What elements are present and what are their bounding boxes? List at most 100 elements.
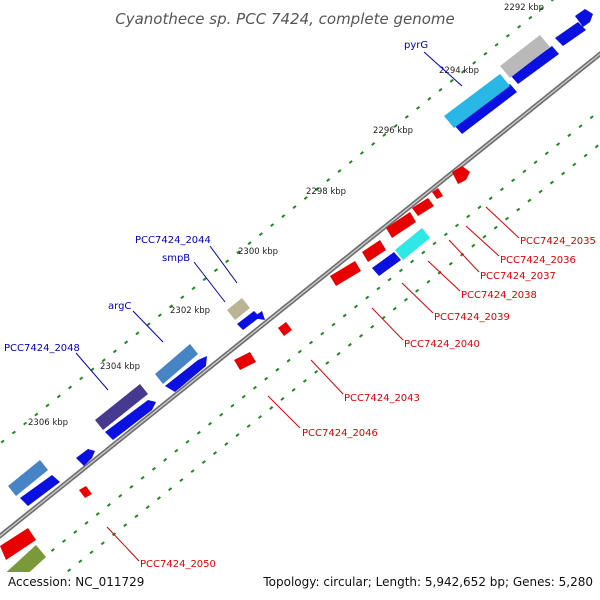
forward-cds-feature[interactable] bbox=[252, 311, 265, 320]
tick-dot bbox=[241, 394, 246, 399]
reverse-cds-feature[interactable] bbox=[452, 166, 470, 184]
tick-dot bbox=[472, 60, 477, 65]
tick-dot bbox=[23, 421, 28, 426]
gene-label-smpB[interactable]: smpB bbox=[162, 253, 190, 264]
gene-label-PCC7424_2050[interactable]: PCC7424_2050 bbox=[140, 559, 216, 570]
tick-label: 2292 kbp bbox=[504, 3, 544, 13]
gene-PCC7424_2048-bar[interactable] bbox=[95, 384, 148, 430]
tick-dot bbox=[549, 180, 554, 185]
tick-dot bbox=[371, 142, 376, 146]
forward-cds-feature[interactable] bbox=[555, 22, 586, 46]
tick-dot bbox=[230, 403, 235, 408]
tick-dot bbox=[145, 505, 150, 510]
genome-backbone-highlight bbox=[0, 53, 600, 537]
tick-dot bbox=[342, 313, 347, 318]
gene-label-pyrG[interactable]: pyrG bbox=[404, 40, 428, 51]
forward-cds-feature[interactable] bbox=[105, 400, 156, 440]
gene-label-PCC7424_2046[interactable]: PCC7424_2046 bbox=[302, 428, 378, 439]
tick-label: 2294 kbp bbox=[439, 66, 479, 76]
reverse-cds-feature[interactable] bbox=[386, 212, 416, 238]
tick-dot bbox=[449, 78, 454, 83]
gene-label-PCC7424_2038[interactable]: PCC7424_2038 bbox=[461, 290, 537, 301]
tick-dot bbox=[561, 171, 566, 176]
gene-feature-bar[interactable] bbox=[8, 460, 48, 496]
forward-labels: pyrG PCC7424_2044 smpB argC PCC7424_2048 bbox=[4, 40, 463, 391]
tick-dot bbox=[393, 124, 398, 128]
forward-cds-feature[interactable] bbox=[165, 356, 207, 392]
gene-smpB-bar[interactable] bbox=[227, 298, 250, 320]
reverse-cds-feature[interactable] bbox=[278, 322, 292, 336]
tick-dot bbox=[61, 539, 67, 543]
forward-cds-feature[interactable] bbox=[372, 252, 401, 276]
reverse-cds-track bbox=[0, 166, 470, 560]
gene-label-PCC7424_2048[interactable]: PCC7424_2048 bbox=[4, 343, 80, 354]
tick-dot bbox=[358, 333, 364, 338]
tick-dot bbox=[246, 424, 251, 428]
tick-dot bbox=[522, 169, 527, 174]
gene-pyrG-bar[interactable] bbox=[444, 74, 510, 128]
reverse-cds-feature[interactable] bbox=[330, 261, 361, 286]
tick-dot bbox=[180, 295, 185, 300]
gene-argC-bar[interactable] bbox=[155, 344, 198, 384]
tick-label: 2304 kbp bbox=[100, 362, 140, 372]
gene-feature-bar[interactable] bbox=[0, 545, 46, 590]
tick-dot bbox=[73, 530, 78, 534]
forward-cds-feature[interactable] bbox=[575, 9, 593, 27]
label-leader-line bbox=[401, 282, 434, 314]
gene-feature-bar[interactable] bbox=[500, 35, 550, 78]
tick-dot bbox=[219, 412, 224, 417]
gene-label-PCC7424_2036[interactable]: PCC7424_2036 bbox=[500, 255, 576, 266]
gene-label-PCC7424_2039[interactable]: PCC7424_2039 bbox=[434, 312, 510, 323]
tick-dot bbox=[156, 496, 161, 501]
tick-dot bbox=[583, 153, 588, 158]
reverse-cds-feature[interactable] bbox=[234, 352, 256, 370]
gene-feature-bar[interactable] bbox=[395, 228, 430, 260]
forward-cds-feature[interactable] bbox=[511, 46, 559, 84]
tick-dot bbox=[207, 421, 213, 426]
tick-dot bbox=[213, 268, 219, 273]
tick-dot bbox=[224, 442, 229, 446]
tick-dot bbox=[528, 15, 533, 20]
tick-dot bbox=[466, 214, 471, 219]
tick-dot bbox=[471, 243, 476, 248]
gene-label-PCC7424_2044[interactable]: PCC7424_2044 bbox=[135, 235, 211, 246]
tick-dot bbox=[67, 568, 72, 573]
tick-dot bbox=[511, 178, 516, 183]
reverse-cds-feature[interactable] bbox=[432, 188, 443, 199]
tick-dot bbox=[594, 144, 599, 149]
label-leader-line bbox=[423, 51, 463, 87]
reverse-cds-feature[interactable] bbox=[79, 486, 92, 498]
gene-label-PCC7424_2043[interactable]: PCC7424_2043 bbox=[344, 393, 420, 404]
gene-label-PCC7424_2035[interactable]: PCC7424_2035 bbox=[520, 236, 596, 247]
tick-dot bbox=[280, 397, 285, 401]
tick-dot bbox=[325, 361, 330, 365]
tick-dot bbox=[382, 133, 387, 137]
gene-label-argC[interactable]: argC bbox=[108, 301, 131, 312]
tick-dot bbox=[89, 550, 94, 555]
tick-dot bbox=[281, 214, 286, 218]
forward-cds-feature[interactable] bbox=[20, 475, 60, 506]
forward-cds-feature[interactable] bbox=[76, 449, 95, 466]
gene-label-PCC7424_2037[interactable]: PCC7424_2037 bbox=[480, 271, 556, 282]
tick-dot bbox=[454, 223, 460, 228]
tick-dot bbox=[348, 160, 353, 164]
gene-label-PCC7424_2040[interactable]: PCC7424_2040 bbox=[404, 339, 480, 350]
forward-cds-feature[interactable] bbox=[455, 84, 517, 134]
label-leader-line bbox=[267, 395, 301, 429]
tick-dot bbox=[118, 494, 123, 498]
tick-dot bbox=[106, 503, 111, 507]
tick-dot bbox=[191, 286, 196, 291]
tick-dot bbox=[516, 207, 521, 212]
forward-cds-feature[interactable] bbox=[237, 311, 260, 330]
tick-dot bbox=[291, 388, 296, 392]
tick-dot bbox=[302, 379, 307, 383]
tick-dot bbox=[190, 469, 195, 473]
tick-dot bbox=[505, 33, 510, 38]
reverse-cds-feature[interactable] bbox=[0, 528, 36, 560]
reverse-cds-feature[interactable] bbox=[412, 198, 434, 216]
tick-dot bbox=[567, 133, 572, 138]
reverse-cds-feature[interactable] bbox=[362, 240, 386, 262]
tick-dot bbox=[398, 268, 403, 273]
tick-dot bbox=[157, 313, 162, 318]
tick-dot bbox=[78, 559, 83, 564]
